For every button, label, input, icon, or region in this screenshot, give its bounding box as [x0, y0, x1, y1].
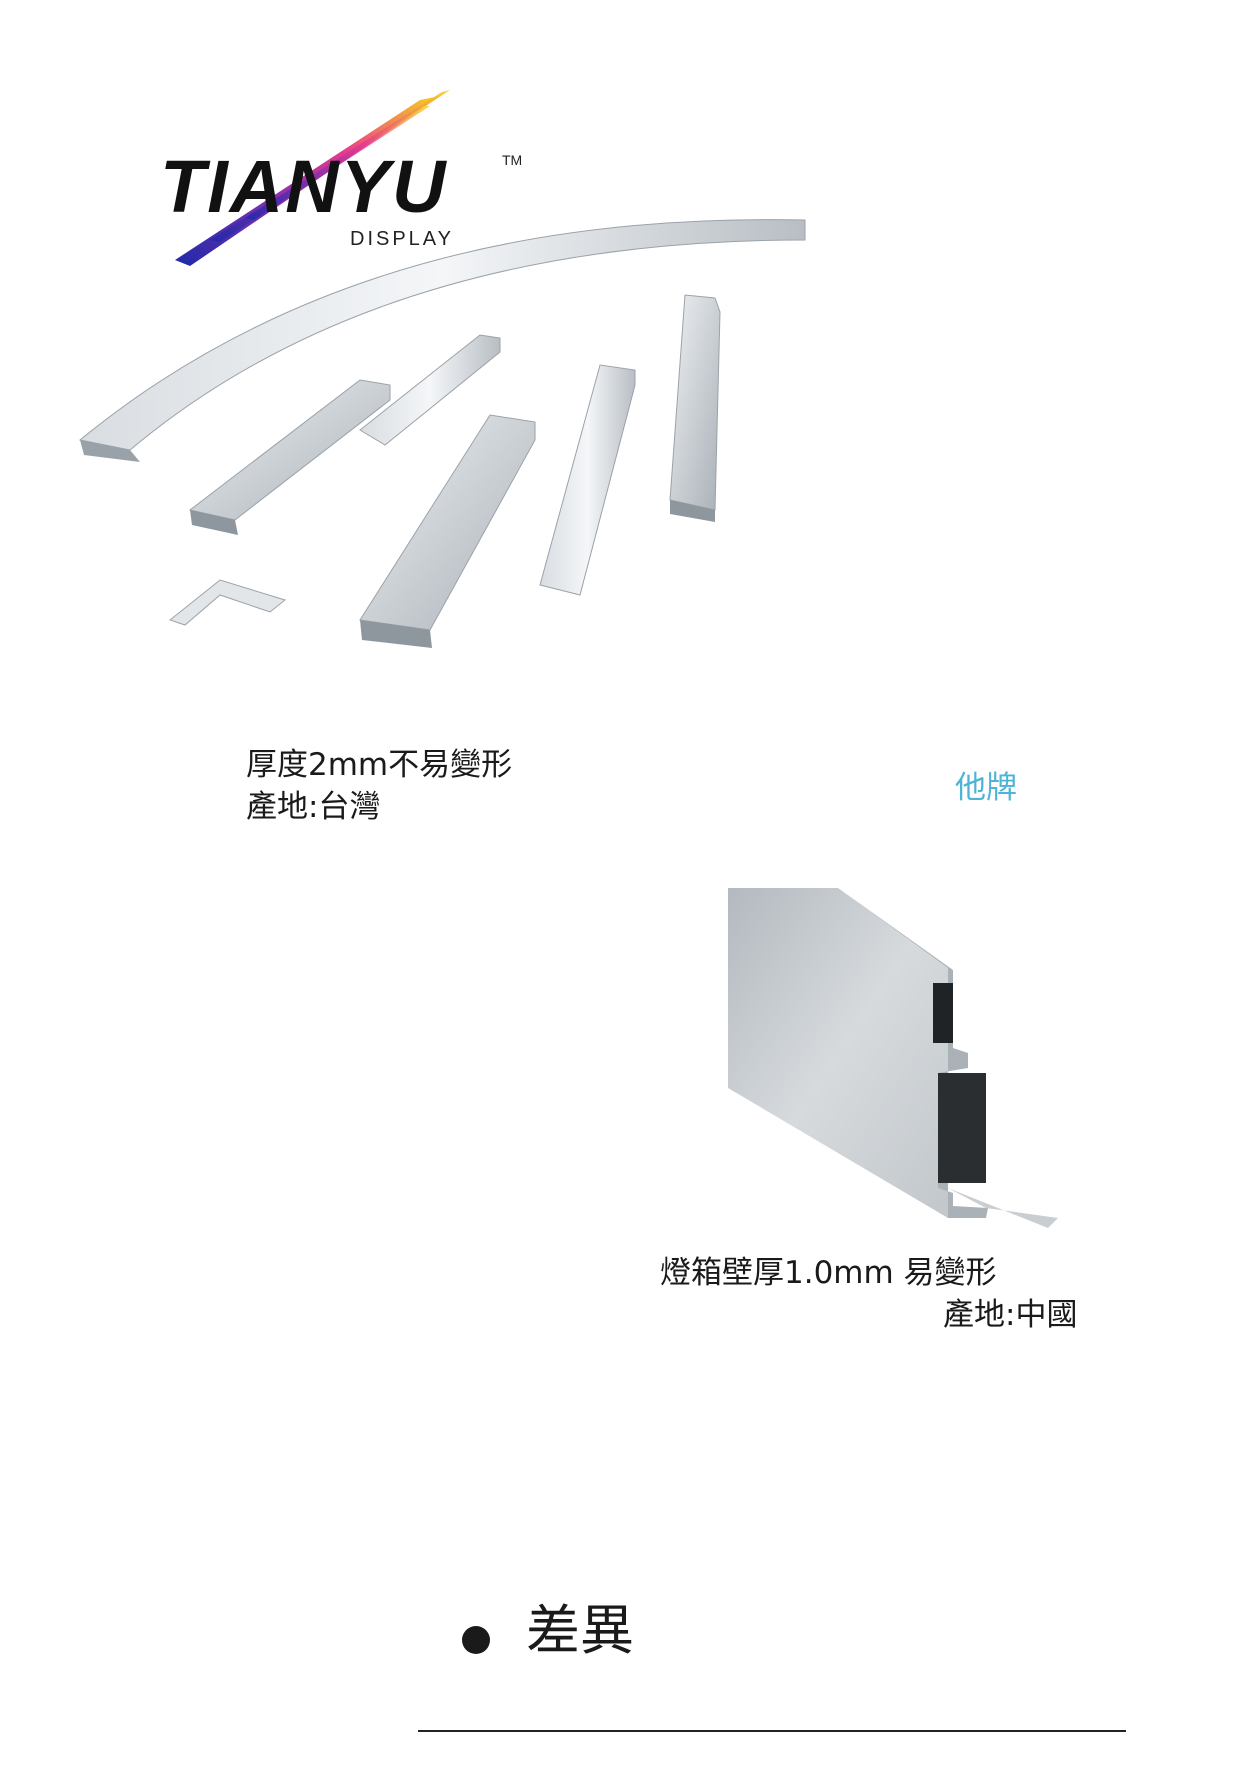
right-product-caption: 燈箱壁厚1.0mm 易變形 產地:中國 [660, 1252, 1077, 1336]
other-brand-label: 他牌 [955, 770, 1017, 806]
left-product-caption: 厚度2mm不易變形 產地:台灣 [246, 744, 512, 828]
section-title: 差異 [526, 1599, 634, 1662]
right-caption-line2: 產地:中國 [943, 1297, 1078, 1333]
logo-swoosh-icon [175, 90, 450, 266]
logo-subtitle: DISPLAY [350, 228, 454, 250]
logo-wordmark: TIANYU [160, 145, 448, 228]
single-profile-image [728, 888, 1058, 1228]
left-caption-line1: 厚度2mm不易變形 [246, 747, 513, 783]
bullet-icon [462, 1626, 490, 1654]
trademark-symbol: TM [502, 152, 523, 168]
section-divider [418, 1730, 1126, 1732]
aluminium-profiles-image [78, 219, 806, 648]
tianyu-logo: TIANYU TM DISPLAY [150, 90, 530, 270]
left-caption-line2: 產地:台灣 [246, 789, 381, 825]
right-caption-line1: 燈箱壁厚1.0mm 易變形 [660, 1255, 997, 1291]
